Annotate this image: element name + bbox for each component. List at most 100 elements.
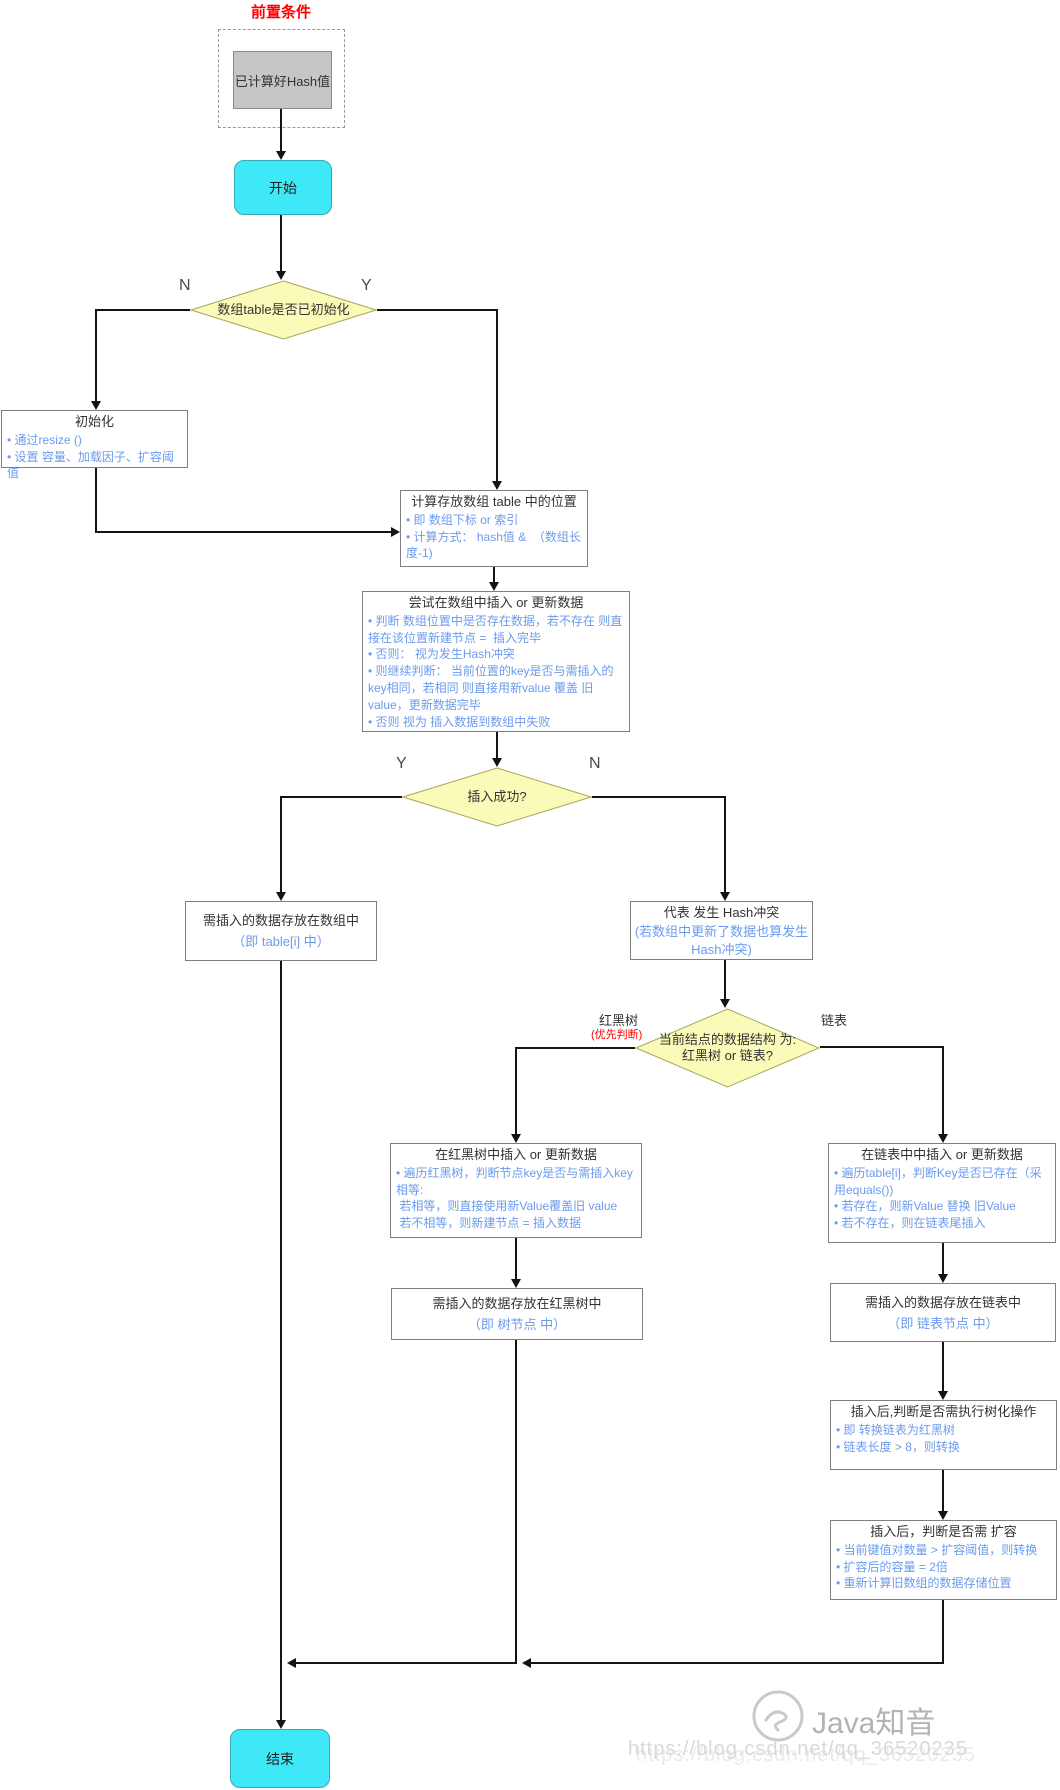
try-insert-line: • 否则： 视为发生Hash冲突 xyxy=(368,647,515,662)
watermark-name: Java知音 xyxy=(812,1707,936,1740)
connector-success-yes-vertical xyxy=(280,796,282,892)
arrowhead-into-end xyxy=(276,1720,286,1729)
list-insert-line: • 遍历table[i]，判断Key是否已存在（采用equals()) xyxy=(834,1165,1042,1197)
connector-calc-to-try xyxy=(493,567,495,582)
connector-list-horizontal xyxy=(820,1046,943,1048)
watermark-url-ghost: https://blog.csdn.net/qq_36520235 xyxy=(636,1744,976,1766)
label-rbt: 红黑树 xyxy=(599,1013,639,1028)
connector-init-right xyxy=(95,531,391,533)
arrowhead-rbt-to-treenode xyxy=(511,1279,521,1288)
decision-node-structure: 当前结点的数据结构 为: 红黑树 or 链表? xyxy=(634,1008,821,1088)
decision-table-initialized: 数组table是否已初始化 xyxy=(189,280,378,340)
hash-conflict-box: 代表 发生 Hash冲突 (若数组中更新了数据也算发生 Hash冲突) xyxy=(630,901,813,960)
arrowhead-treeify-to-resize xyxy=(938,1511,948,1520)
start-node: 开始 xyxy=(234,160,332,215)
rbt-insert-title: 在红黑树中插入 or 更新数据 xyxy=(435,1147,597,1162)
connector-success-no-horizontal xyxy=(592,796,725,798)
label-rbt-priority: (优先判断) xyxy=(591,1029,643,1041)
connector-treeify-to-resize xyxy=(942,1470,944,1511)
try-insert-box: 尝试在数组中插入 or 更新数据 • 判断 数组位置中是否存在数据，若不存在 则… xyxy=(362,591,630,732)
tree-node-line2: （即 树节点 中） xyxy=(467,1317,567,1332)
list-insert-line: • 若不存在，则在链表尾插入 xyxy=(834,1216,986,1231)
resize-line: • 重新计算旧数组的数据存储位置 xyxy=(836,1576,1012,1591)
connector-main-to-end xyxy=(280,961,282,1720)
arrowhead-try-to-success xyxy=(492,758,502,767)
diamond-shape xyxy=(634,1008,821,1088)
arrowhead-merge-right xyxy=(522,1658,531,1668)
list-node-stored-box: 需插入的数据存放在链表中 （即 链表节点 中） xyxy=(830,1283,1056,1342)
arrowhead-start-to-decision xyxy=(276,271,286,280)
treeify-title: 插入后,判断是否需执行树化操作 xyxy=(850,1404,1037,1419)
connector-rbt-vertical xyxy=(515,1047,517,1134)
arrowhead-merge-left xyxy=(287,1658,296,1668)
connector-treenode-down xyxy=(515,1340,517,1663)
end-node: 结束 xyxy=(230,1729,330,1788)
init-box: 初始化 • 通过resize () • 设置 容量、加载因子、扩容阈值 xyxy=(1,410,188,480)
resize-check-box: 插入后，判断是否需 扩容 • 当前键值对数量 > 扩容阈值，则转换 • 扩容后的… xyxy=(830,1520,1057,1600)
connector-yes-horizontal xyxy=(377,309,497,311)
connector-merge-right xyxy=(529,1662,944,1664)
arrowhead-into-list-insert xyxy=(938,1134,948,1143)
precondition-label: 前置条件 xyxy=(250,4,311,21)
rbt-insert-line: 若不相等，则新建节点 = 插入数据 xyxy=(396,1216,582,1231)
connector-list-vertical xyxy=(942,1046,944,1134)
connector-start-to-decision xyxy=(280,215,282,271)
rbt-insert-line: • 遍历红黑树，判断节点key是否与需插入key相等: xyxy=(396,1165,633,1197)
diamond-shape xyxy=(189,280,378,340)
decision-insert-success-text: 插入成功? xyxy=(467,789,527,804)
init-box-line: • 通过resize () xyxy=(7,432,82,447)
connector-rbt-horizontal xyxy=(516,1047,635,1049)
try-insert-line: • 则继续判断： 当前位置的key是否与需插入的key相同，若相同 则直接用新v… xyxy=(368,664,614,712)
treeify-line: • 即 转换链表为红黑树 xyxy=(836,1422,955,1437)
label-success-yes: Y xyxy=(396,755,407,772)
arrowhead-into-calc-top xyxy=(492,481,502,490)
calc-position-line: • 计算方式： hash值 & （数组长度-1) xyxy=(406,529,581,561)
label-success-no: N xyxy=(589,755,601,772)
connector-hash-to-start xyxy=(280,109,282,151)
connector-conflict-to-structure xyxy=(724,960,726,999)
arrowhead-list-to-listnode xyxy=(938,1274,948,1283)
try-insert-line: • 判断 数组位置中是否存在数据，若不存在 则直接在该位置新建节点 = 插入完毕 xyxy=(368,613,623,645)
hash-conflict-line1: 代表 发生 Hash冲突 xyxy=(663,905,780,920)
connector-no-horizontal xyxy=(96,309,190,311)
label-init-yes: Y xyxy=(361,277,372,294)
watermark-url: https://blog.csdn.net/qq_36520235 xyxy=(628,1738,968,1760)
connector-rbt-to-treenode xyxy=(515,1238,517,1279)
diamond-shape xyxy=(401,767,593,827)
resize-title: 插入后，判断是否需 扩容 xyxy=(870,1524,1017,1539)
decision-insert-success: 插入成功? xyxy=(401,767,593,827)
connector-init-down xyxy=(95,468,97,532)
init-box-line: • 设置 容量、加载因子、扩容阈值 xyxy=(7,449,174,481)
connector-list-to-listnode xyxy=(942,1243,944,1274)
decision-table-initialized-text: 数组table是否已初始化 xyxy=(217,302,350,317)
connector-no-vertical xyxy=(95,309,97,401)
array-stored-box: 需插入的数据存放在数组中 （即 table[i] 中） xyxy=(185,901,377,961)
decision-node-structure-line2: 红黑树 or 链表? xyxy=(681,1048,773,1063)
list-node-line2: （即 链表节点 中） xyxy=(887,1315,999,1331)
calc-position-box: 计算存放数组 table 中的位置 • 即 数组下标 or 索引 • 计算方式：… xyxy=(400,490,588,567)
connector-merge-left xyxy=(294,1662,517,1664)
array-stored-line1: 需插入的数据存放在数组中 xyxy=(202,913,359,928)
arrowhead-hash-to-start xyxy=(276,151,286,160)
arrowhead-conflict-to-structure xyxy=(720,999,730,1008)
calc-position-title: 计算存放数组 table 中的位置 xyxy=(411,494,577,509)
connector-listnode-to-treeify xyxy=(942,1342,944,1391)
array-stored-line2: （即 table[i] 中） xyxy=(232,934,330,949)
calc-position-line: • 即 数组下标 or 索引 xyxy=(406,512,519,527)
rbt-insert-line: 若相等，则直接使用新Value覆盖旧 value xyxy=(396,1199,618,1214)
arrowhead-listnode-to-treeify xyxy=(938,1391,948,1400)
list-node-line1: 需插入的数据存放在链表中 xyxy=(864,1294,1021,1310)
arrowhead-into-rbt-insert xyxy=(511,1134,521,1143)
init-box-title: 初始化 xyxy=(74,414,114,429)
connector-success-no-vertical xyxy=(724,796,726,892)
arrowhead-into-conflict xyxy=(720,892,730,901)
connector-success-yes-horizontal xyxy=(281,796,402,798)
resize-line: • 扩容后的容量 = 2倍 xyxy=(836,1559,948,1574)
arrowhead-into-calc-left xyxy=(391,527,400,537)
tree-node-line1: 需插入的数据存放在红黑树中 xyxy=(432,1296,602,1311)
hash-ready-box: 已计算好Hash值 xyxy=(233,51,332,109)
tree-node-stored-box: 需插入的数据存放在红黑树中 （即 树节点 中） xyxy=(391,1288,643,1340)
list-insert-box: 在链表中中插入 or 更新数据 • 遍历table[i]，判断Key是否已存在（… xyxy=(828,1143,1056,1243)
arrowhead-into-init xyxy=(91,401,101,410)
